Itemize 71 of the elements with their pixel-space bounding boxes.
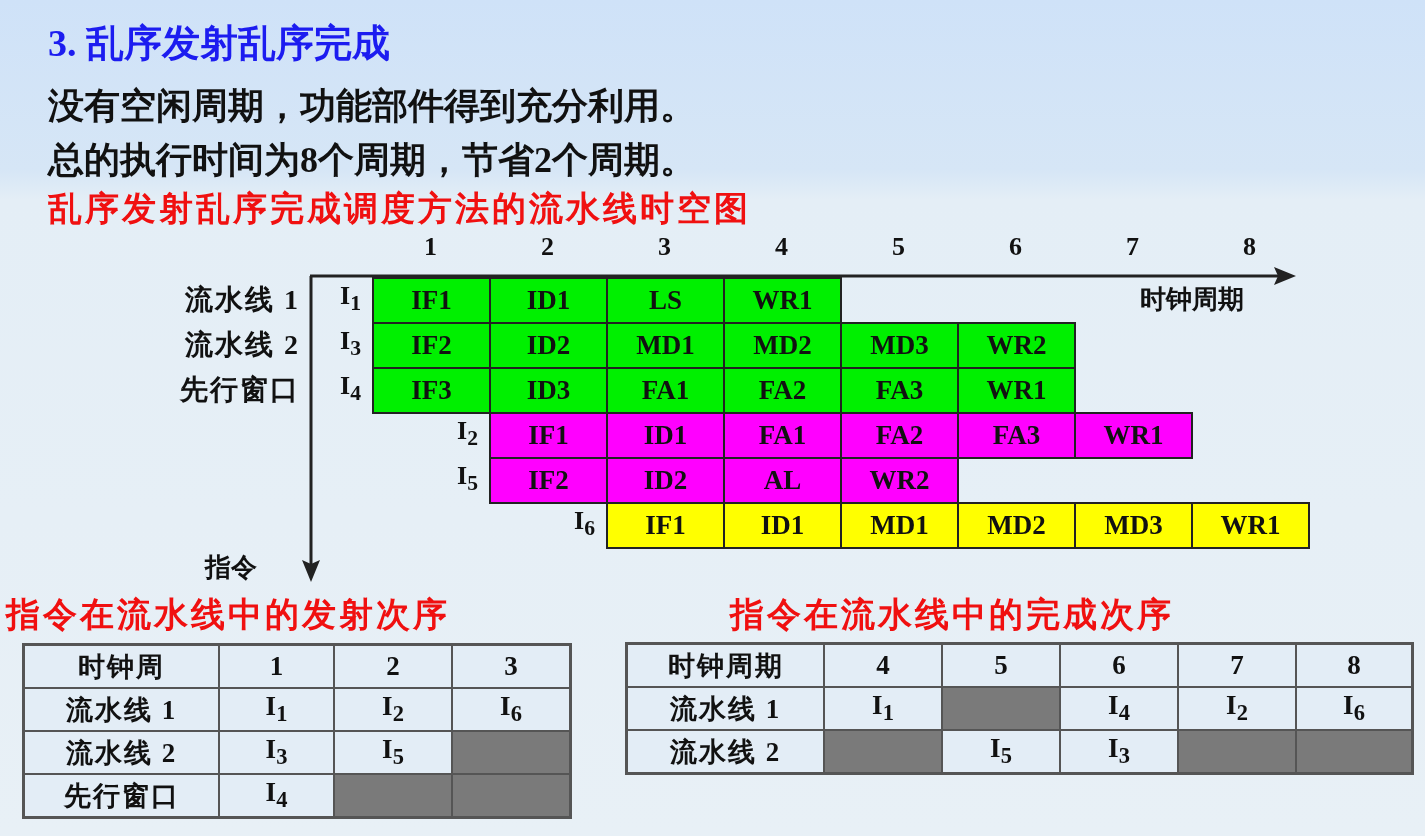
row-header-cell: 时钟周 — [23, 644, 219, 688]
instruction-label: I$_{2}$ — [457, 416, 478, 452]
stage-cell: IF2 — [372, 322, 491, 369]
cycle-number: 2 — [540, 232, 555, 262]
stage-cell: IF1 — [372, 277, 491, 324]
axis-label: 指令 — [205, 552, 257, 584]
stage-cell: IF1 — [606, 502, 725, 549]
stage-cell: WR2 — [840, 457, 959, 504]
stage-cell: FA3 — [957, 412, 1076, 459]
stage-cell: ID2 — [489, 322, 608, 369]
stage-cell: ID3 — [489, 367, 608, 414]
stage-cell: WR1 — [1191, 502, 1310, 549]
stage-cell: FA2 — [723, 367, 842, 414]
chart-title: 乱序发射乱序完成调度方法的流水线时空图 — [48, 189, 751, 229]
stage-cell: MD3 — [1074, 502, 1193, 549]
stage-cell: WR2 — [957, 322, 1076, 369]
table-cell: 1 — [219, 644, 334, 688]
instruction-label: I$_{3}$ — [340, 326, 361, 362]
stage-cell: MD1 — [606, 322, 725, 369]
stage-cell: WR1 — [957, 367, 1076, 414]
stage-cell: MD1 — [840, 502, 959, 549]
stage-cell: FA1 — [723, 412, 842, 459]
row-header-cell: 时钟周期 — [626, 643, 824, 687]
instruction-label: I$_{6}$ — [574, 506, 595, 542]
row-label: 流水线 1 — [184, 283, 300, 317]
cycle-number: 7 — [1125, 232, 1140, 262]
stage-cell: IF3 — [372, 367, 491, 414]
stage-cell: FA3 — [840, 367, 959, 414]
cycle-number: 5 — [891, 232, 906, 262]
stage-cell: IF1 — [489, 412, 608, 459]
table-cell: 4 — [824, 643, 942, 687]
cycle-number: 8 — [1242, 232, 1257, 262]
cycle-number: 6 — [1008, 232, 1023, 262]
table-cell: I$_{1}$ — [219, 688, 334, 731]
table-caption: 指令在流水线中的完成次序 — [730, 595, 1174, 635]
row-header-cell: 流水线 1 — [626, 687, 824, 730]
row-header-cell: 流水线 1 — [23, 688, 219, 731]
stage-cell: MD2 — [723, 322, 842, 369]
instruction-label: I$_{4}$ — [340, 371, 361, 407]
instruction-label: I$_{1}$ — [340, 281, 361, 317]
cycle-number: 1 — [423, 232, 438, 262]
stage-cell: FA2 — [840, 412, 959, 459]
stage-cell: MD3 — [840, 322, 959, 369]
slide-title: 3. 乱序发射乱序完成 — [48, 21, 390, 66]
stage-cell: MD2 — [957, 502, 1076, 549]
cycle-number: 3 — [657, 232, 672, 262]
row-label: 先行窗口 — [179, 373, 300, 407]
stage-cell: ID1 — [606, 412, 725, 459]
stage-cell: ID1 — [489, 277, 608, 324]
table-cell: I$_{4}$ — [1060, 687, 1178, 730]
body-text: 总的执行时间为8个周期，节省2个周期。 — [48, 139, 696, 182]
table-caption: 指令在流水线中的发射次序 — [6, 595, 450, 635]
stage-cell: FA1 — [606, 367, 725, 414]
table-cell: 2 — [334, 644, 452, 688]
stage-cell: WR1 — [1074, 412, 1193, 459]
body-text: 没有空闲周期，功能部件得到充分利用。 — [48, 85, 696, 128]
instruction-label: I$_{5}$ — [457, 461, 478, 497]
axis-label: 时钟周期 — [1140, 284, 1244, 316]
table-cell: 6 — [1060, 643, 1178, 687]
stage-cell: WR1 — [723, 277, 842, 324]
cycle-number: 4 — [774, 232, 789, 262]
table-cell: 7 — [1178, 643, 1296, 687]
stage-cell: ID1 — [723, 502, 842, 549]
table-cell: I$_{3}$ — [219, 731, 334, 774]
row-label: 流水线 2 — [184, 328, 300, 362]
stage-cell: AL — [723, 457, 842, 504]
stage-cell: LS — [606, 277, 725, 324]
stage-cell: IF2 — [489, 457, 608, 504]
stage-cell: ID2 — [606, 457, 725, 504]
row-header-cell: 流水线 2 — [23, 731, 219, 774]
table-cell: I$_{2}$ — [334, 688, 452, 731]
